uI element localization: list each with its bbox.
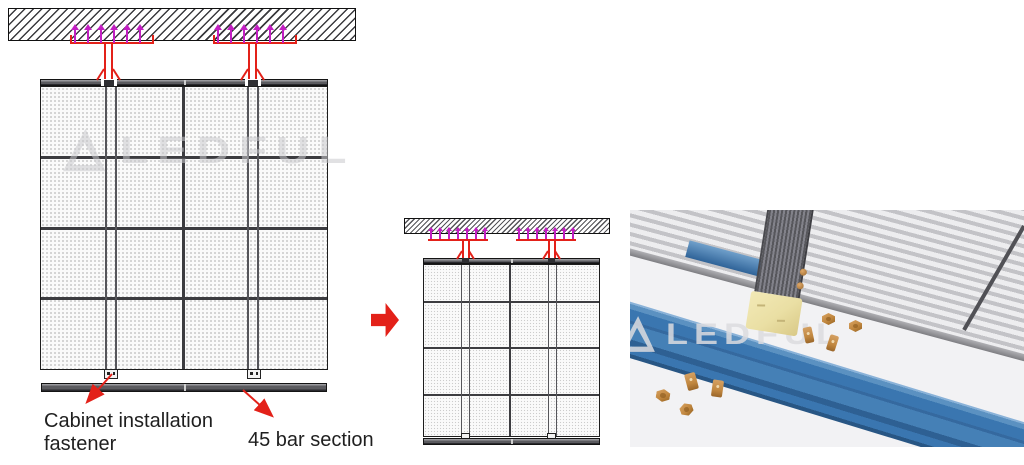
- panel-column-divider: [509, 265, 511, 436]
- cabinet-panel-grid: [40, 86, 328, 370]
- hanger-rod: [248, 44, 250, 80]
- anchor-bolt-icon: [227, 24, 235, 43]
- bar-joint: [511, 259, 513, 263]
- cabinet-top-bar: [423, 258, 600, 264]
- anchor-bracket-stub: [213, 35, 215, 44]
- anchor-bracket-stub: [295, 35, 297, 44]
- hanger-clip: [248, 80, 258, 86]
- panel-column-divider: [105, 87, 117, 369]
- panel-column-divider: [548, 265, 557, 436]
- bar-joint: [184, 384, 186, 391]
- panel-row-divider: [424, 394, 599, 396]
- hanger-rod: [462, 240, 464, 259]
- anchor-bolt-icon: [437, 227, 443, 239]
- cabinet-top-bar: [40, 79, 328, 86]
- anchor-bolt-icon: [561, 227, 567, 239]
- cabinet-panel-grid-small: [423, 264, 600, 437]
- anchor-bolt-icon: [71, 24, 79, 43]
- anchor-bolt-icon: [525, 227, 531, 239]
- screw-icon: [799, 268, 808, 277]
- screw-icon: [796, 281, 805, 290]
- installation-fastener-clip: [104, 369, 118, 379]
- anchor-bolt-icon: [446, 227, 452, 239]
- bar-section-45: [41, 383, 327, 392]
- hanger-clip: [548, 258, 555, 263]
- hanger-rod: [468, 240, 470, 259]
- bar-joint: [511, 439, 513, 444]
- bar-section-label: 45 bar section: [248, 429, 374, 451]
- hanger-rod: [548, 240, 550, 259]
- anchor-bolt-icon: [473, 227, 479, 239]
- anchor-bolt-icon: [240, 24, 248, 43]
- fastener-plate: [802, 326, 815, 344]
- anchor-bracket: [516, 239, 576, 241]
- ceiling-hatch-small: [404, 218, 610, 234]
- anchor-bolt-icon: [84, 24, 92, 43]
- anchor-bolt-icon: [279, 24, 287, 43]
- ceiling-hatch: [8, 8, 356, 41]
- fastener-plate: [710, 379, 725, 398]
- panel-row-divider: [424, 301, 599, 303]
- transition-arrow-icon: [371, 303, 399, 337]
- fastener-plate: [825, 334, 840, 352]
- fastener-block-3d: [745, 290, 803, 337]
- anchor-bolt-icon: [552, 227, 558, 239]
- hex-nut: [822, 313, 835, 325]
- anchor-bolt-icon: [482, 227, 488, 239]
- anchor-bolt-icon: [123, 24, 131, 43]
- anchor-bracket-stub: [152, 35, 154, 44]
- hex-nut: [849, 320, 862, 332]
- hanger-clip: [462, 258, 469, 263]
- anchor-bolt-icon: [253, 24, 261, 43]
- anchor-bracket: [70, 42, 154, 44]
- anchor-bolt-icon: [97, 24, 105, 43]
- anchor-bracket: [213, 42, 297, 44]
- hanger-clip: [104, 80, 114, 86]
- bar-pointer-arrow: [242, 389, 274, 418]
- anchor-bolt-icon: [543, 227, 549, 239]
- anchor-bolt-icon: [570, 227, 576, 239]
- anchor-bolt-icon: [266, 24, 274, 43]
- hex-nut: [678, 401, 695, 418]
- anchor-bolt-icon: [534, 227, 540, 239]
- hex-nut: [655, 388, 671, 403]
- fastener-label: Cabinet installation fastener: [44, 410, 213, 455]
- anchor-bolt-icon: [136, 24, 144, 43]
- panel-column-divider: [182, 87, 185, 369]
- installation-fastener-clip: [247, 369, 261, 379]
- hanger-rod: [104, 44, 106, 80]
- anchor-bolt-icon: [428, 227, 434, 239]
- anchor-bolt-icon: [214, 24, 222, 43]
- hanger-rod: [554, 240, 556, 259]
- panel-column-divider: [461, 265, 470, 436]
- anchor-bracket-stub: [70, 35, 72, 44]
- anchor-bracket: [428, 239, 488, 241]
- anchor-bolt-icon: [516, 227, 522, 239]
- anchor-bolt-icon: [110, 24, 118, 43]
- anchor-bolt-icon: [464, 227, 470, 239]
- bar-joint: [184, 80, 186, 85]
- hanger-rod: [111, 44, 113, 80]
- panel-column-divider: [247, 87, 259, 369]
- fastener-3d-render: LEDFUL: [630, 210, 1024, 447]
- panel-row-divider: [424, 347, 599, 349]
- bar-section-45: [423, 438, 600, 445]
- hanger-rod: [255, 44, 257, 80]
- anchor-bolt-icon: [455, 227, 461, 239]
